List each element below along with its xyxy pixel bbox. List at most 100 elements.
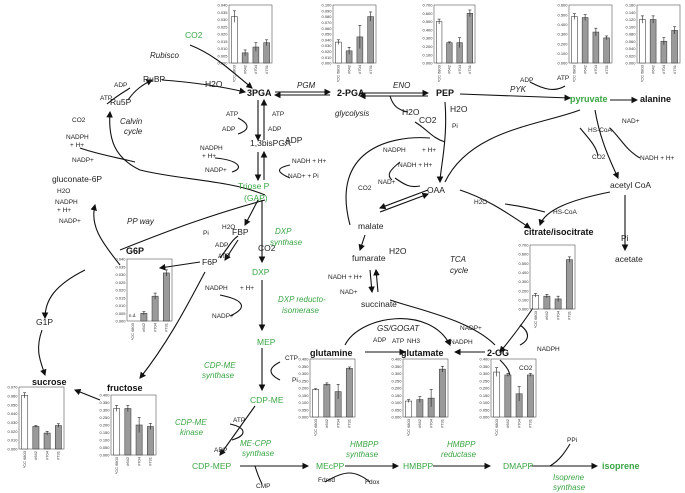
x-tick-label: #731 (264, 64, 269, 74)
arrow-pep-oaa (436, 101, 447, 184)
bar (446, 42, 453, 64)
dxp-synthase-label-2: synthase (270, 238, 303, 247)
y-tick-label: 0.300 (557, 32, 568, 37)
arrow-nadh-gapdh (278, 164, 291, 179)
y-tick-label: 0.005 (115, 311, 126, 316)
y-tick-label: 0.250 (391, 378, 402, 383)
y-tick-label: 0.020 (321, 49, 332, 54)
x-tick-label: #704 (357, 64, 362, 74)
h2o-fum-label: H2O (389, 246, 407, 256)
x-tick-label: #731 (368, 64, 373, 74)
y-tick-label: 0.600 (518, 252, 529, 257)
chart-frame (126, 258, 173, 322)
h2o-eno-label: H2O (402, 107, 420, 117)
chart-frame (568, 4, 613, 64)
bar (504, 374, 512, 418)
acetylcoa-label: acetyl CoA (610, 180, 652, 190)
3pga-label: 3PGA (247, 88, 272, 98)
bar (21, 395, 29, 450)
co2-pdh-label: CO2 (592, 154, 606, 161)
pi-pepc-label: Pi (452, 123, 458, 130)
x-tick-label: #642 (650, 64, 655, 74)
arrow-f6p-fbp (219, 235, 239, 259)
nadh-pdh-label: NADH + H+ (640, 155, 675, 162)
chart-svg: 0.4000.3500.3000.2500.2000.1500.1000.050… (391, 357, 449, 437)
y-tick-label: 0.160 (625, 3, 636, 8)
arrow-adp-atp-pyk (529, 81, 566, 91)
bar (571, 16, 578, 64)
chart-svg: 0.1600.1400.1200.1000.0800.0600.0400.020… (625, 3, 681, 83)
y-tick-label: 0.250 (99, 415, 110, 420)
arrow-nadp-2og (519, 324, 529, 346)
nadph-gapdh-label: NADPH (200, 145, 223, 152)
x-tick-label: #642 (582, 64, 587, 74)
dxp-synthase-label-1: DXP (275, 227, 292, 236)
arrow-atp-adp-pgk (237, 117, 248, 135)
y-tick-label: 0.030 (217, 17, 228, 22)
atp-calvin-label: ATP (100, 95, 113, 102)
x-tick-label: PCC 6803 (572, 64, 577, 82)
nadp-gapdh-label: NADP+ (205, 167, 227, 174)
y-tick-label: 0.000 (217, 61, 228, 66)
adp-gs-label: ADP (373, 337, 387, 344)
hmbpp-synthase-label-1: HMBPP (350, 440, 379, 449)
adp-pgk-big-label: ADP (285, 135, 303, 145)
y-tick-label: 0.100 (298, 400, 309, 405)
bar (592, 31, 600, 64)
nadh-mdh-label: NADH + H+ (398, 162, 433, 169)
pi-cdpmes-label: Pi (292, 377, 298, 384)
hscoa-pdh-label: HS-CoA (588, 127, 612, 134)
fructose-label: fructose (107, 383, 143, 393)
isoprene-synthase-label-1: Isoprene (553, 473, 585, 482)
x-tick-label: #704 (555, 310, 560, 320)
nh3-gs-label: NH3 (407, 338, 421, 345)
arrow-co2-pi (414, 121, 446, 143)
y-tick-label: 0.040 (321, 37, 332, 42)
y-tick-label: 0.300 (518, 279, 529, 284)
isoprene-label: isoprene (602, 461, 640, 471)
y-tick-label: 0.000 (518, 307, 529, 312)
adp-kinase-label: ADP (214, 447, 228, 454)
x-tick-label: PCC 6803 (494, 418, 499, 436)
arrow-pep-pyruvate (459, 93, 572, 102)
x-tick-label: #731 (604, 64, 609, 74)
y-tick-label: 0.050 (7, 402, 18, 407)
x-tick-label: PCC 6803 (130, 322, 135, 340)
h2o-cs-label: H2O (474, 199, 488, 206)
bar (671, 30, 678, 64)
g6p-label: G6P (126, 246, 145, 256)
x-tick-label: #731 (148, 456, 153, 466)
y-tick-label: 0.040 (625, 46, 636, 51)
bar (54, 425, 62, 450)
x-tick-label: #704 (457, 64, 462, 74)
chart-svg: 0.4000.3500.3000.2500.2000.1500.1000.050… (298, 357, 356, 437)
bar (323, 384, 331, 418)
y-tick-label: 0.025 (115, 280, 126, 285)
mep-label: MEP (257, 337, 276, 347)
hmbpp-reductase-label-2: reductase (441, 450, 477, 459)
y-tick-label: 0.010 (217, 46, 228, 51)
bar (345, 368, 353, 418)
x-tick-label: #642 (324, 418, 329, 428)
y-tick-label: 0.000 (99, 453, 110, 458)
y-tick-label: 0.010 (321, 55, 332, 60)
y-tick-label: 0.500 (422, 19, 433, 24)
adp-pgk-right-label: ADP (268, 126, 282, 133)
pyruvate-label: pyruvate (570, 94, 608, 104)
malate-label: malate (358, 221, 384, 231)
arrow-malate-oaa (379, 192, 430, 213)
x-tick-label: #642 (417, 418, 422, 428)
chart-frame (18, 386, 65, 450)
g1p-label: G1P (36, 317, 54, 327)
x-tick-label: PCC 6803 (640, 64, 645, 82)
y-tick-label: 0.400 (99, 393, 110, 398)
y-tick-label: 0.050 (99, 445, 110, 450)
arrow-nadph-dxr (219, 294, 242, 317)
calvin-cycle-label-1: Calvin (120, 117, 143, 126)
cdpme-kinase-label-1: CDP-ME (175, 418, 207, 427)
x-tick-label: PCC 6803 (232, 64, 237, 82)
alanine-label: alanine (640, 94, 672, 104)
